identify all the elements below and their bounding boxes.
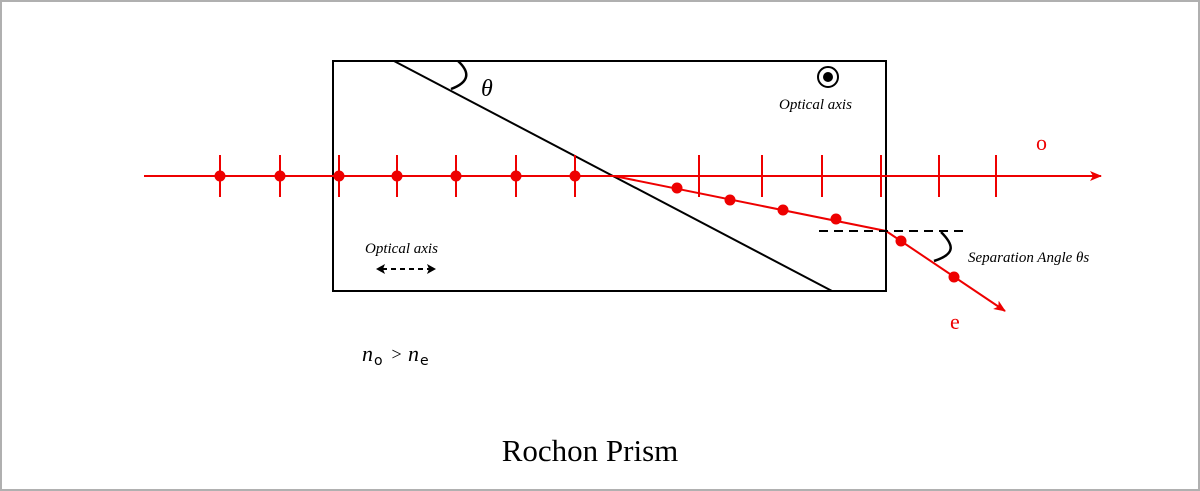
o-ray-dot <box>450 170 462 182</box>
e-ray-dot <box>671 182 683 194</box>
o-ray-dot <box>569 170 581 182</box>
greater-than-sign: > <box>387 344 406 364</box>
o-ray-label: o <box>1036 130 1047 155</box>
o-ray-polarization-ticks <box>219 155 997 197</box>
separation-angle-arc <box>933 231 952 263</box>
n-e-subscript: e <box>420 353 429 369</box>
e-ray-dot <box>895 235 907 247</box>
index-relation: n o > n e <box>362 341 429 369</box>
optical-axis-left-label: Optical axis <box>365 241 438 257</box>
o-ray-dot <box>391 170 403 182</box>
n-o-symbol: n <box>362 341 373 366</box>
o-ray-dot <box>274 170 286 182</box>
e-ray-label: e <box>950 309 960 334</box>
n-e-symbol: n <box>408 341 419 366</box>
o-ray-dot <box>510 170 522 182</box>
e-ray-dot <box>830 213 842 225</box>
e-ray-dot <box>948 271 960 283</box>
e-ray-dot <box>724 194 736 206</box>
optical-axis-top-label: Optical axis <box>779 97 852 113</box>
double-headed-dashed-arrow-icon <box>376 264 436 274</box>
theta-angle-arc <box>450 60 468 91</box>
o-ray-polarization-dots <box>214 170 581 182</box>
o-ray-dot <box>214 170 226 182</box>
e-ray-polarization-dots <box>671 182 960 283</box>
n-o-subscript: o <box>374 353 383 369</box>
e-ray-dot <box>777 204 789 216</box>
o-ray-dot <box>333 170 345 182</box>
dot-in-circle-icon <box>817 66 839 88</box>
separation-angle-label: Separation Angle θs <box>968 250 1089 266</box>
diagram-title: Rochon Prism <box>502 433 679 468</box>
theta-label: θ <box>481 76 493 102</box>
